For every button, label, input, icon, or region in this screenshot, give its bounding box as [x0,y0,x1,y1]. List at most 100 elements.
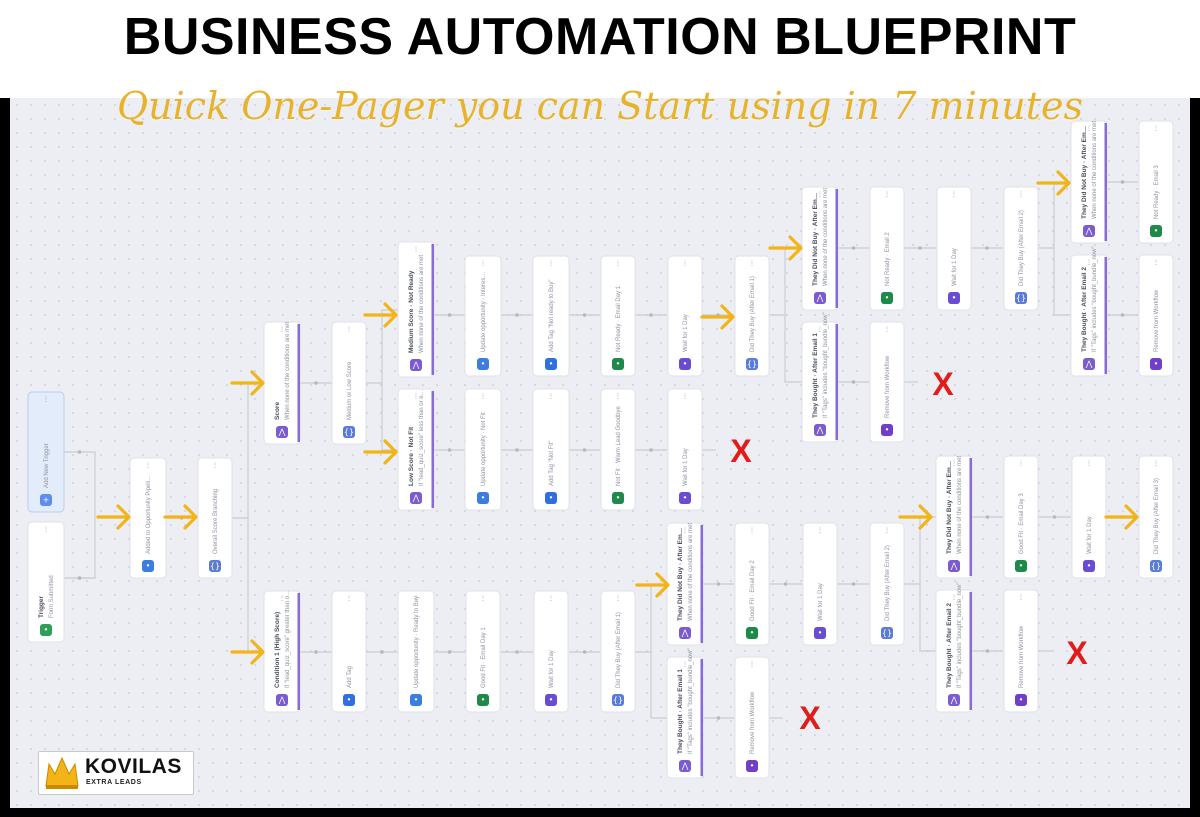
workflow-node-add-tag-3[interactable]: ⋮•Add Tag [331,590,367,713]
workflow-node-good-fit-email-1[interactable]: ⋮•Good Fit · Email Day 1 [465,590,501,713]
node-menu-icon[interactable]: ⋮ [749,528,755,534]
workflow-node-did-not-buy-4[interactable]: ⋮⋀They Did Not Buy · After Em…When none … [935,455,973,579]
node-label: Add Tag "Not Fit" [549,440,555,486]
node-menu-icon[interactable]: ⋮ [43,527,49,533]
workflow-node-add-tag-1[interactable]: ⋮•Add Tag "Not ready to Buy" [532,255,570,377]
node-menu-icon[interactable]: ⋮ [279,596,285,602]
node-menu-icon[interactable]: ⋮ [1086,461,1092,467]
node-menu-icon[interactable]: ⋮ [682,261,688,267]
workflow-node-not-ready-email-3[interactable]: ⋮•Not Ready · Email 3 [1138,120,1174,244]
node-menu-icon[interactable]: ⋮ [480,261,486,267]
workflow-node-did-not-buy-3[interactable]: ⋮⋀They Did Not Buy · After Em…When none … [666,522,704,646]
node-menu-icon[interactable]: ⋮ [1153,260,1159,266]
node-menu-icon[interactable]: ⋮ [682,394,688,400]
workflow-node-not-ready-email-2[interactable]: ⋮•Not Ready · Email 2 [869,186,905,311]
node-menu-icon[interactable]: ⋮ [1018,192,1024,198]
node-menu-icon[interactable]: ⋮ [682,528,688,534]
workflow-node-good-fit-email-2[interactable]: ⋮•Good Fit · Email Day 2 [734,522,770,646]
workflow-node-wait-1[interactable]: ⋮•Wait for 1 Day [667,255,703,377]
workflow-node-overall-branching[interactable]: ⋮{}Overall Score Branching [197,457,233,579]
workflow-node-did-buy-3[interactable]: ⋮{}Did They Buy (After Email 1) [600,590,636,713]
node-menu-icon[interactable]: ⋮ [279,327,285,333]
node-menu-icon[interactable]: ⋮ [817,528,823,534]
condition-accent-bar [297,324,300,442]
node-menu-icon[interactable]: ⋮ [951,461,957,467]
node-menu-icon[interactable]: ⋮ [1086,260,1092,266]
node-menu-icon[interactable]: ⋮ [43,397,49,403]
workflow-node-did-not-buy-1[interactable]: ⋮⋀They Did Not Buy · After Em…When none … [801,186,839,311]
arrow-right-icon [1036,170,1071,196]
node-menu-icon[interactable]: ⋮ [615,394,621,400]
node-menu-icon[interactable]: ⋮ [682,662,688,668]
node-menu-icon[interactable]: ⋮ [346,327,352,333]
node-menu-icon[interactable]: ⋮ [615,596,621,602]
workflow-node-did-not-buy-2[interactable]: ⋮⋀They Did Not Buy · After Em…When none … [1070,120,1108,244]
workflow-node-not-ready-email-1[interactable]: ⋮•Not Ready · Email Day 1 [600,255,636,377]
node-menu-icon[interactable]: ⋮ [1018,595,1024,601]
workflow-node-good-fit-email-3[interactable]: ⋮•Good Fit · Email Day 3 [1003,455,1039,579]
node-menu-icon[interactable]: ⋮ [749,662,755,668]
node-menu-icon[interactable]: ⋮ [749,261,755,267]
node-menu-icon[interactable]: ⋮ [884,192,890,198]
workflow-node-medium-low[interactable]: ⋮{}Medium or Low Score [331,321,367,445]
node-menu-icon[interactable]: ⋮ [1153,461,1159,467]
node-card [1138,455,1174,579]
workflow-node-remove-2[interactable]: ⋮•Remove from Workflow [1138,254,1174,377]
workflow-node-remove-3[interactable]: ⋮•Remove from Workflow [734,656,770,779]
svg-text:•: • [1019,696,1024,705]
node-menu-icon[interactable]: ⋮ [548,261,554,267]
node-menu-icon[interactable]: ⋮ [884,528,890,534]
node-label: When none of the conditions are met [419,255,425,353]
node-menu-icon[interactable]: ⋮ [1153,126,1159,132]
workflow-node-did-buy-1[interactable]: ⋮{}Did They Buy (After Email 1) [734,255,770,377]
node-menu-icon[interactable]: ⋮ [413,596,419,602]
workflow-node-update-opp-3[interactable]: ⋮•Update opportunity · Ready to Buy [397,590,435,713]
node-menu-icon[interactable]: ⋮ [817,327,823,333]
node-menu-icon[interactable]: ⋮ [1018,461,1024,467]
node-menu-icon[interactable]: ⋮ [413,394,419,400]
workflow-node-wait-4[interactable]: ⋮•Wait for 1 Day [533,590,569,713]
node-menu-icon[interactable]: ⋮ [346,596,352,602]
workflow-node-did-buy-4[interactable]: ⋮{}Did They Buy (After Email 2) [869,522,905,646]
workflow-node-update-opp-1[interactable]: ⋮•Update opportunity · Interes… [464,255,502,377]
node-menu-icon[interactable]: ⋮ [548,394,554,400]
workflow-node-remove-4[interactable]: ⋮•Remove from Workflow [1003,589,1039,713]
node-menu-icon[interactable]: ⋮ [480,596,486,602]
workflow-node-did-buy-2[interactable]: ⋮{}Did They Buy (After Email 2) [1003,186,1039,311]
node-menu-icon[interactable]: ⋮ [884,327,890,333]
node-menu-icon[interactable]: ⋮ [212,463,218,469]
workflow-node-update-opp-2[interactable]: ⋮•Update opportunity · Not Fit [464,388,502,511]
node-menu-icon[interactable]: ⋮ [480,394,486,400]
node-label: Good Fit · Email Day 3 [1019,493,1025,554]
workflow-node-remove-1[interactable]: ⋮•Remove from Workflow [869,321,905,443]
workflow-node-wait-5[interactable]: ⋮•Wait for 1 Day [802,522,838,646]
node-menu-icon[interactable]: ⋮ [951,192,957,198]
node-menu-icon[interactable]: ⋮ [615,261,621,267]
workflow-node-add-opportunity[interactable]: ⋮•Added to Opportunity Pipeli… [129,457,167,579]
workflow-node-wait-2[interactable]: ⋮•Wait for 1 Day [936,186,972,311]
node-menu-icon[interactable]: ⋮ [413,247,419,253]
node-menu-icon[interactable]: ⋮ [817,192,823,198]
workflow-node-wait-6[interactable]: ⋮•Wait for 1 Day [1071,455,1107,579]
workflow-node-add-tag-2[interactable]: ⋮•Add Tag "Not Fit" [532,388,570,511]
workflow-node-condition-high[interactable]: ⋮⋀Condition 1 (High Score)If "lead_quiz_… [263,590,301,713]
node-heading: They Did Not Buy · After Em… [677,528,684,621]
workflow-node-not-fit-email[interactable]: ⋮•Not Fit · Warm Lead Goodbye [600,388,636,511]
arrow-right-icon [700,304,735,330]
node-menu-icon[interactable]: ⋮ [951,595,957,601]
node-menu-icon[interactable]: ⋮ [145,463,151,469]
workflow-node-add-trigger[interactable]: ⋮+Add New Trigger [27,391,65,513]
workflow-node-did-buy-5[interactable]: ⋮{}Did They Buy (After Email 3) [1138,455,1174,579]
node-menu-icon[interactable]: ⋮ [1086,126,1092,132]
node-menu-icon[interactable]: ⋮ [548,596,554,602]
workflow-node-wait-3[interactable]: ⋮•Wait for 1 Day [667,388,703,511]
